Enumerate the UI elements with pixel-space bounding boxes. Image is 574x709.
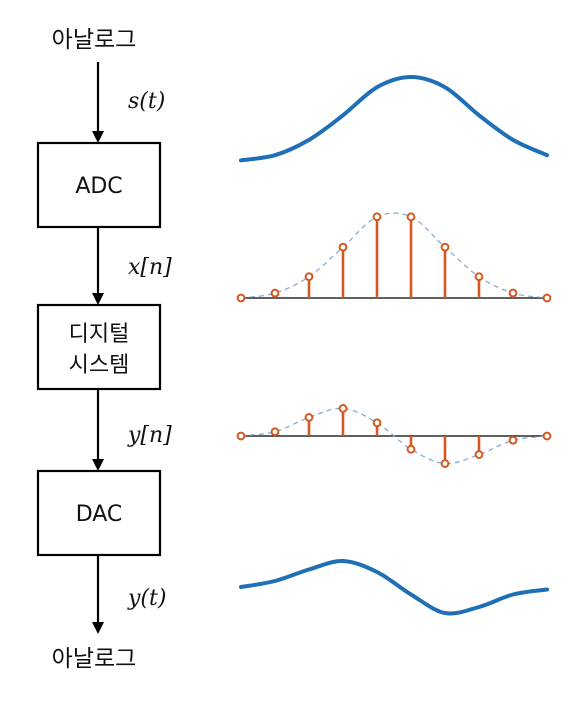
sample-marker bbox=[372, 418, 382, 428]
sample-marker bbox=[474, 272, 484, 282]
signal-label-y-n: y[n] bbox=[127, 423, 172, 448]
sample-marker bbox=[440, 459, 450, 468]
signal-label-y-t: y(t) bbox=[127, 586, 166, 611]
sample-marker bbox=[372, 212, 382, 222]
sample-marker bbox=[474, 450, 484, 459]
plot-y-n bbox=[236, 404, 552, 468]
input-analog-label: 아날로그 bbox=[52, 27, 137, 53]
envelope-curve bbox=[240, 212, 548, 299]
continuous-signal-curve bbox=[239, 74, 549, 163]
sample-marker bbox=[440, 242, 450, 252]
plot-y-t bbox=[239, 558, 549, 616]
output-analog-label: 아날로그 bbox=[52, 646, 137, 672]
sample-marker bbox=[270, 288, 280, 298]
sample-marker bbox=[508, 288, 518, 298]
sample-marker bbox=[270, 427, 280, 437]
dac-block bbox=[36, 469, 162, 557]
sample-marker bbox=[304, 272, 314, 282]
sample-marker bbox=[406, 212, 416, 222]
plot-s-t bbox=[239, 74, 549, 163]
dac-label: DAC bbox=[76, 502, 123, 527]
plot-x-n bbox=[236, 212, 552, 303]
adc-label: ADC bbox=[75, 174, 122, 199]
sample-marker bbox=[542, 293, 552, 303]
signal-label-s-t: s(t) bbox=[128, 89, 165, 114]
sample-marker bbox=[236, 431, 246, 441]
sample-marker bbox=[236, 293, 246, 303]
sample-marker bbox=[406, 444, 416, 454]
digital-system-block bbox=[36, 303, 162, 391]
sample-marker bbox=[338, 404, 348, 413]
sample-marker bbox=[542, 431, 552, 441]
sample-marker bbox=[304, 413, 314, 422]
envelope-curve bbox=[240, 407, 548, 465]
sample-marker bbox=[508, 435, 518, 445]
signal-label-x-n: x[n] bbox=[128, 255, 172, 280]
digital-system-label-line1: 디지털 bbox=[69, 322, 130, 347]
digital-system-label-line2: 시스템 bbox=[69, 353, 130, 378]
sample-marker bbox=[338, 242, 348, 252]
continuous-signal-curve bbox=[239, 558, 549, 616]
